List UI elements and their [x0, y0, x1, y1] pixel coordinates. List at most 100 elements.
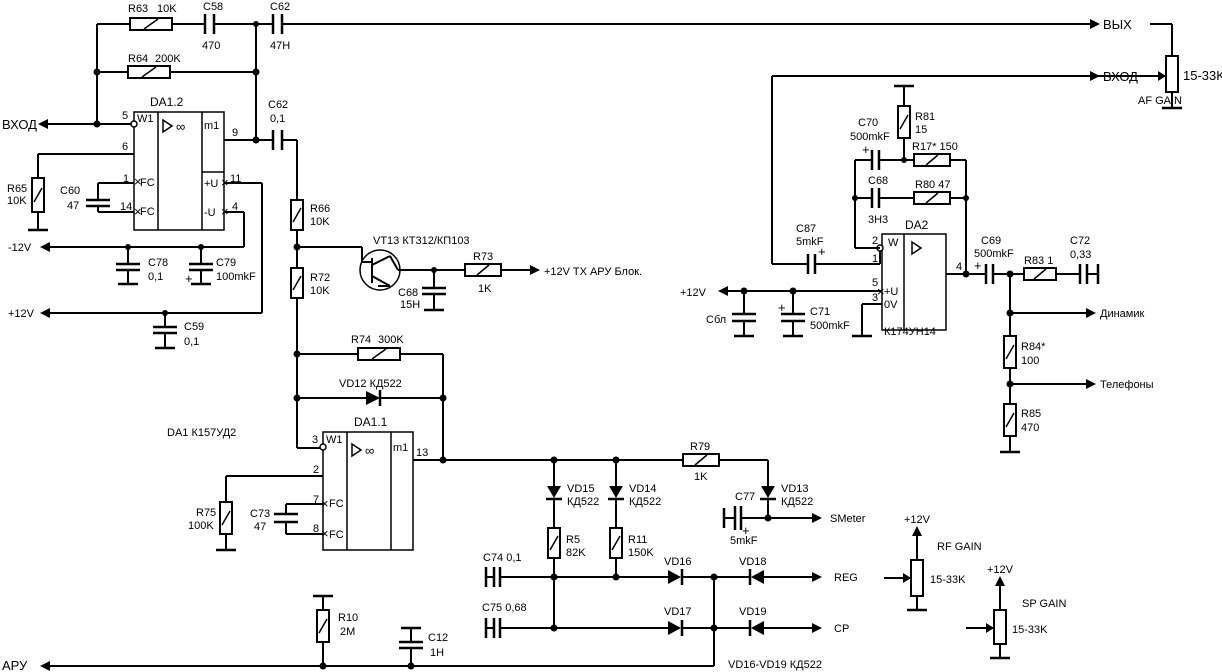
c74-label: C74 0,1 — [483, 552, 522, 564]
svg-text:+: + — [778, 300, 786, 315]
r10-label: R10 — [338, 612, 358, 624]
vd18-diode — [751, 570, 764, 584]
c69-label: C69 — [981, 235, 1001, 247]
vd17-label: VD17 — [664, 606, 692, 618]
da2-label: DA2 — [905, 218, 929, 232]
c70-value: 500mkF — [850, 131, 890, 143]
da1-2-infinity: ∞ — [176, 119, 185, 134]
c71-value: 500mkF — [810, 320, 850, 332]
reg-cp-rows: C74 0,1 VD16 VD18 REG C75 0,68 VD17 VD19… — [482, 552, 858, 666]
vd13-value: КД522 — [781, 496, 813, 508]
vt13-transistor — [359, 249, 401, 291]
af-gain-section: ВЫХ ВХОД 15-33K AF GAIN — [772, 17, 1222, 110]
vd18-label: VD18 — [739, 556, 767, 568]
r64-label: R64 — [128, 53, 148, 65]
r65-label: R65 — [7, 183, 27, 195]
sp-gain-pot[interactable] — [993, 609, 1007, 645]
pin2b: 2 — [313, 464, 319, 476]
svg-text:+: + — [862, 142, 870, 157]
svg-text:×: × — [134, 174, 142, 189]
c77-label: C77 — [735, 491, 755, 503]
r11-value: 150K — [628, 547, 654, 559]
pin2c: 2 — [872, 235, 878, 247]
r81-label: R81 — [915, 111, 935, 123]
pin14a: 14 — [120, 201, 132, 213]
c68a-value: 15H — [400, 299, 420, 311]
detector-branch: VD15 КД522 R5 82K VD14 КД522 R11 150K R7… — [546, 441, 866, 628]
left-input: ВХОД — [2, 117, 131, 132]
vd12-label: VD12 КД522 — [339, 378, 402, 390]
r75-label: R75 — [196, 507, 216, 519]
c71-label: C71 — [810, 306, 830, 318]
vd-range-label: VD16-VD19 КД522 — [728, 659, 822, 671]
pin8b: 8 — [313, 523, 319, 535]
pin4a: 4 — [232, 201, 238, 213]
da1-1-label: DA1.1 — [354, 415, 388, 429]
r79-label: R79 — [690, 441, 710, 453]
c60-value: 47 — [67, 200, 79, 212]
c62b-label: C62 — [268, 99, 288, 111]
vd15-label: VD15 — [567, 483, 595, 495]
r74-label: R74 — [351, 334, 371, 346]
pin9a: 9 — [232, 127, 238, 139]
c58-label: C58 — [203, 1, 223, 13]
supply-rails: -12V C78 0,1 + C79 100mkF +12V C59 0,1 — [8, 182, 263, 350]
r83-label: R83 1 — [1024, 255, 1053, 267]
tx-aru-label: +12V TX АРУ Блок. — [544, 266, 642, 278]
smeter-label: SMeter — [830, 513, 866, 525]
r73-label: R73 — [473, 251, 493, 263]
da1-2-m1: m1 — [204, 120, 219, 132]
rf-gain-section: +12V RF GAIN 15-33K — [884, 514, 982, 612]
r72-value: 10K — [310, 285, 330, 297]
r65-value: 10K — [7, 195, 27, 207]
da1-1-fc7: FC — [329, 498, 344, 510]
pin1c: 1 — [872, 253, 878, 265]
vd16-label: VD16 — [664, 556, 692, 568]
r75-c73: R75 100K C73 47 — [188, 475, 323, 552]
r75-value: 100K — [188, 520, 214, 532]
da1-1-fc8: FC — [329, 529, 344, 541]
c78-label: C78 — [148, 257, 168, 269]
vd16-diode — [668, 570, 681, 584]
da1-2-mu: -U — [204, 207, 216, 219]
c68b-label: C68 — [868, 175, 888, 187]
sp-gain-label: SP GAIN — [1022, 598, 1066, 610]
da1-2-body — [133, 111, 225, 231]
da2-ov: 0V — [884, 299, 898, 311]
af-gain-label: AF GAIN — [1138, 95, 1182, 107]
c79-label: C79 — [216, 257, 236, 269]
vhod-left-label: ВХОД — [2, 117, 37, 132]
c72-value: 0,33 — [1070, 249, 1091, 261]
da1-1-opamp: ∞ DA1.1 W1 m1 FC FC 3 2 7 8 13 × × — [297, 415, 768, 551]
svg-text:×: × — [321, 496, 329, 511]
r81-value: 15 — [915, 124, 927, 136]
da2-pu: +U — [884, 286, 898, 298]
c59-value: 0,1 — [184, 336, 199, 348]
c68b-value: 3H3 — [868, 214, 888, 226]
rf-gain-pot[interactable] — [910, 559, 924, 597]
c87-value: 5mkF — [796, 236, 824, 248]
vyh-label: ВЫХ — [1103, 17, 1132, 32]
da1-1-w1: W1 — [326, 434, 343, 446]
da1-2-opamp: ∞ DA1.2 W1 m1 FC FC +U -U 5 6 1 14 9 11 … — [120, 95, 241, 231]
da1-2-fc1: FC — [140, 177, 155, 189]
pin5c: 5 — [872, 277, 878, 289]
c78-value: 0,1 — [148, 271, 163, 283]
vd15-value: КД522 — [567, 496, 599, 508]
da1-2-pu: +U — [204, 178, 218, 190]
c73-label: C73 — [250, 508, 270, 520]
vd12-diode — [366, 391, 380, 405]
vd14-label: VD14 — [629, 483, 657, 495]
da1-2-label: DA1.2 — [150, 95, 184, 109]
c77-value: 5mkF — [730, 535, 758, 547]
da1-1-body — [322, 431, 414, 551]
rf-gain-label: RF GAIN — [937, 541, 982, 553]
r73-value: 1K — [478, 283, 492, 295]
r11-label: R11 — [628, 534, 647, 546]
plus12-sp-label: +12V — [987, 564, 1014, 576]
da2-w: W — [888, 237, 899, 249]
af-gain-pot[interactable] — [1165, 55, 1179, 93]
r66-label: R66 — [310, 203, 330, 215]
c12-value: 1H — [430, 647, 444, 659]
plus12b-label: +12V — [680, 287, 707, 299]
